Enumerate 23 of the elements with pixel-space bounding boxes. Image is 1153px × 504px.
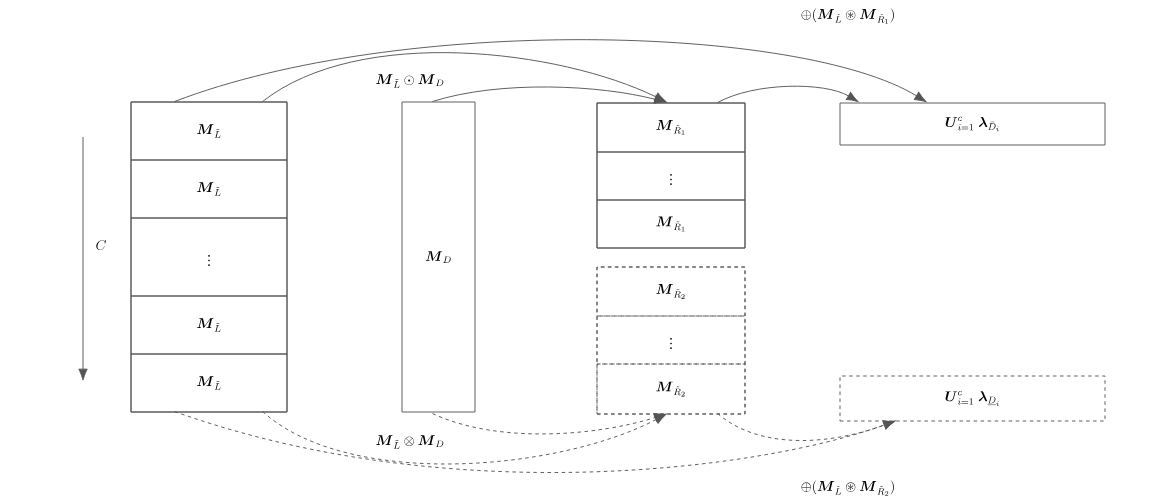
matrix-cell: $\boldsymbol{M}_{\tilde{L}}$ bbox=[130, 101, 288, 161]
matrix-box: $\boldsymbol{M}_{D}$ bbox=[401, 101, 476, 413]
matrix-cell: $\boldsymbol{M}_{\tilde{R}_2}$ bbox=[596, 266, 746, 317]
arrow bbox=[174, 39, 927, 102]
matrix-cell: $\boldsymbol{M}_{\tilde{L}}$ bbox=[130, 295, 288, 355]
edge-label: $\oplus(\boldsymbol{M}_{\tilde{L}}\circledast\boldsymbol{M}_{\tilde{R}_2})$ bbox=[799, 479, 897, 497]
matrix-box: $\boldsymbol{U}^{c}_{i=1}\;\boldsymbol{\lambda}_{\underline{D}_i}$ bbox=[839, 375, 1106, 422]
matrix-cell: $\boldsymbol{M}_{\tilde{R}_2}$ bbox=[596, 363, 746, 415]
edge-label: $\oplus(\boldsymbol{M}_{\tilde{L}}\circledast\boldsymbol{M}_{\tilde{R}_1})$ bbox=[799, 7, 897, 25]
arrow bbox=[717, 413, 896, 441]
matrix-box: $\boldsymbol{U}^{c}_{i=1}\;\boldsymbol{\lambda}_{\bar{D}_i}$ bbox=[839, 102, 1106, 146]
matrix-cell: $\vdots$ bbox=[130, 217, 288, 297]
arrow bbox=[432, 412, 667, 435]
arrow bbox=[432, 86, 667, 104]
arrow bbox=[262, 52, 667, 103]
edge-label: $\boldsymbol{M}_{\tilde{L}}\otimes\boldsymbol{M}_{D}$ bbox=[374, 434, 446, 450]
matrix-cell: $\vdots$ bbox=[596, 315, 746, 365]
matrix-cell: $\boldsymbol{M}_{\tilde{L}}$ bbox=[130, 159, 288, 219]
stack-box bbox=[596, 266, 746, 415]
arrow bbox=[717, 85, 859, 103]
edge-label: $\boldsymbol{M}_{\tilde{L}}\odot\boldsymbol{M}_{D}$ bbox=[374, 73, 446, 89]
matrix-cell: $\boldsymbol{M}_{\tilde{L}}$ bbox=[130, 353, 288, 413]
axis-label: $C$ bbox=[96, 239, 107, 251]
